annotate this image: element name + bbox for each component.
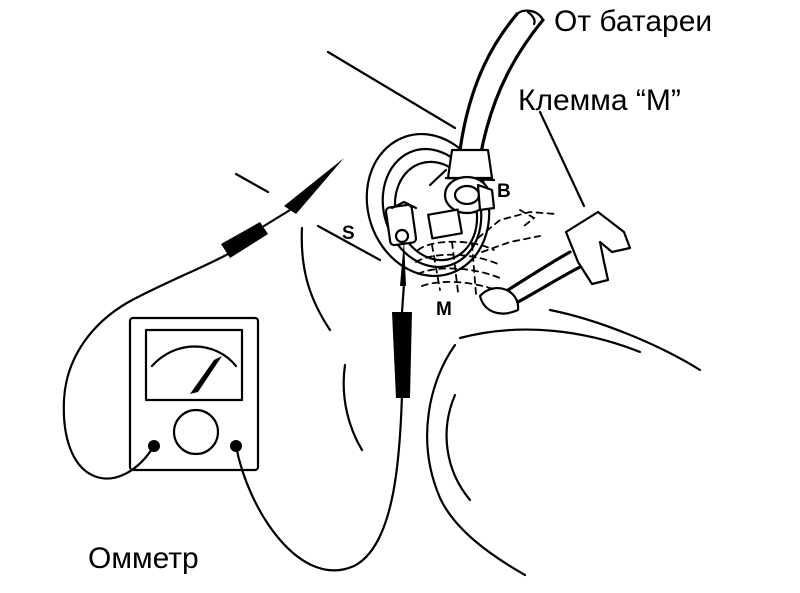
label-from-battery: От батареи xyxy=(554,5,712,38)
terminal-m-leader xyxy=(538,110,586,208)
label-b: B xyxy=(497,181,511,202)
solenoid-housing xyxy=(234,50,457,262)
label-m: M xyxy=(436,299,452,320)
meter-needle xyxy=(190,356,222,394)
label-ohmmeter: Омметр xyxy=(88,542,199,575)
label-s: S xyxy=(342,223,355,244)
m-terminal-lead xyxy=(477,209,632,304)
ohmmeter xyxy=(128,316,260,472)
test-lead-ground xyxy=(62,158,344,480)
terminal-s-connector xyxy=(384,200,418,247)
test-lead-s xyxy=(234,240,412,572)
terminal-b-bolt xyxy=(428,168,496,215)
terminal-m-area xyxy=(415,208,520,315)
starter-motor-body xyxy=(300,226,702,577)
battery-cable xyxy=(444,9,545,182)
label-terminal-m: Клемма “M” xyxy=(518,84,681,117)
